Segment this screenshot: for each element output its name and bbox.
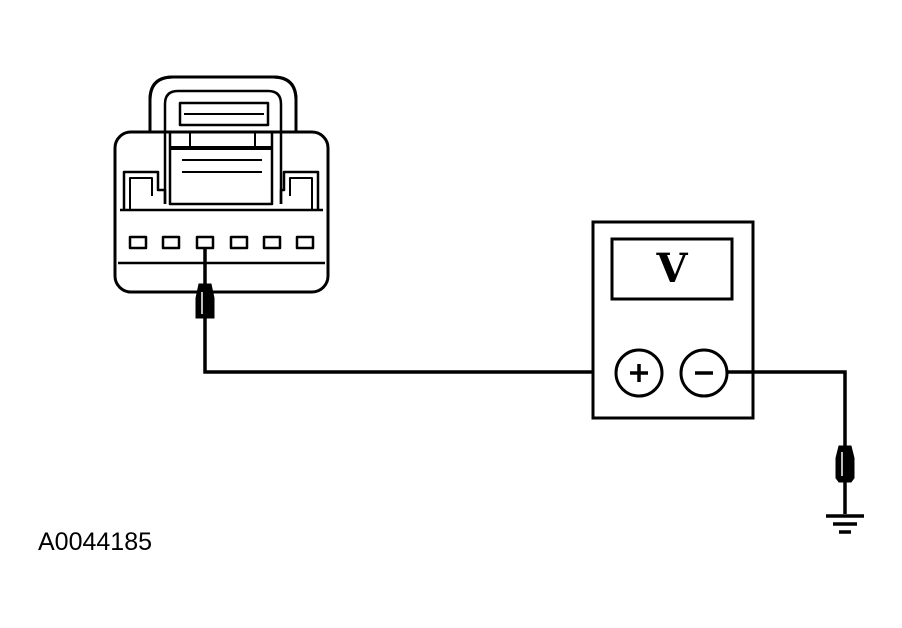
meter-display-symbol: V [655, 245, 688, 292]
ground-probe-icon [835, 445, 855, 514]
voltmeter-icon: V [591, 220, 755, 420]
negative-terminal [679, 348, 729, 398]
ground-icon [826, 514, 864, 534]
test-lead-negative [727, 370, 847, 446]
figure-reference-code: A0044185 [38, 528, 153, 556]
connector-icon [113, 75, 330, 294]
positive-terminal [614, 348, 664, 398]
test-lead-positive [203, 318, 615, 374]
probe-icon [195, 248, 215, 319]
